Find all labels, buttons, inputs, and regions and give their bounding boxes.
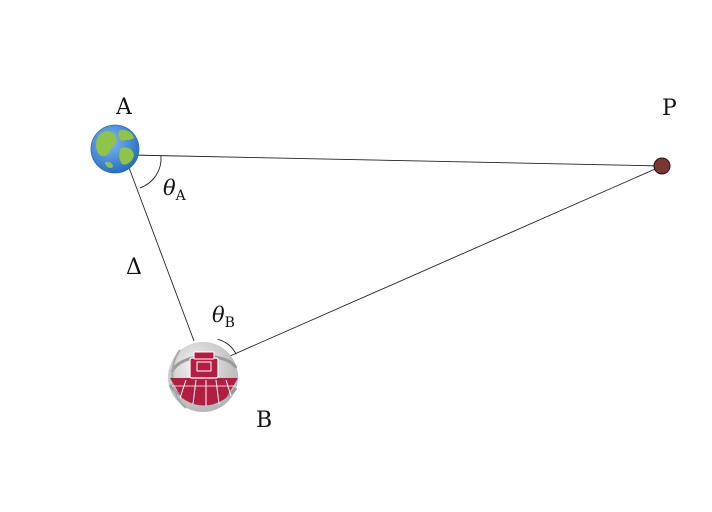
line-a-b: [127, 164, 195, 342]
point-p-marker: [653, 157, 671, 175]
angle-arc-a: [139, 155, 162, 189]
theta-a-symbol: θ: [163, 176, 176, 200]
theta-b-subscript: B: [225, 315, 235, 331]
label-baseline-delta: Δ: [126, 255, 142, 280]
label-point-a: A: [115, 95, 133, 120]
label-point-b: B: [256, 408, 272, 433]
line-b-p: [229, 165, 663, 357]
theta-a-subscript: A: [175, 188, 187, 204]
line-a-p: [129, 154, 663, 167]
label-angle-theta-b: θB: [212, 303, 235, 331]
theta-b-symbol: θ: [212, 303, 225, 327]
earth-globe-icon: [90, 124, 140, 174]
label-angle-theta-a: θA: [163, 176, 187, 204]
label-point-p: P: [662, 96, 677, 121]
angle-arc-b: [217, 338, 237, 355]
radio-telescope-satellite-icon: [168, 342, 238, 412]
